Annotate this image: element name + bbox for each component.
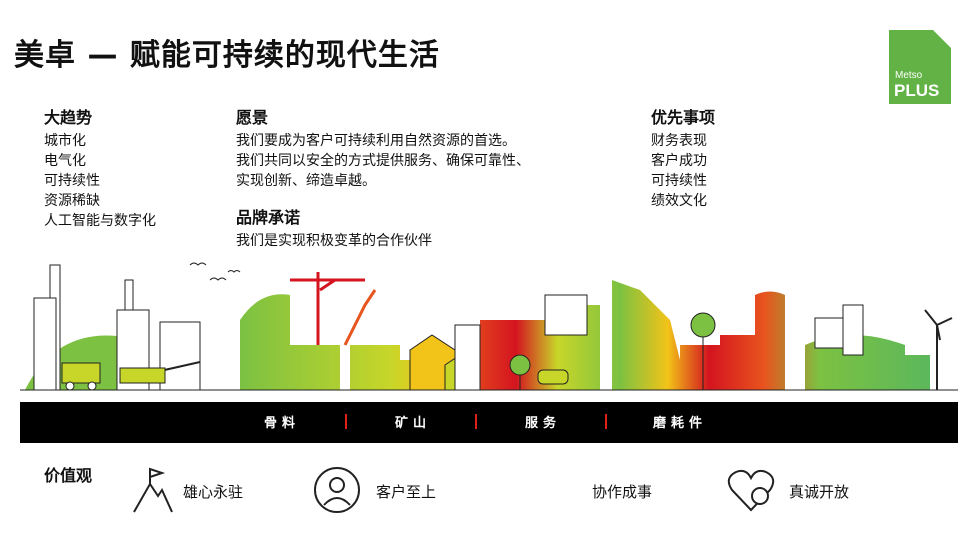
tree (509, 354, 531, 376)
tower (124, 279, 134, 311)
crane (343, 289, 377, 346)
birds (189, 262, 241, 281)
person-circle-icon (314, 467, 360, 513)
factory (33, 297, 57, 391)
vision-heading: 愿景 (236, 108, 269, 127)
band-separator (345, 414, 347, 429)
brand-heading: 品牌承诺 (236, 208, 301, 227)
band-item-mining: 矿山 (395, 416, 432, 431)
building (454, 324, 481, 391)
vision-line: 我们共同以安全的方式提供服务、确保可靠性、 (236, 153, 530, 169)
priority-item: 财务表现 (651, 133, 707, 149)
vision-line: 我们要成为客户可持续利用自然资源的首选。 (236, 133, 516, 149)
logo-line1: Metso (895, 70, 923, 81)
crane (290, 272, 365, 345)
value-customer-success: 客户至上 (376, 483, 437, 501)
priorities-section: 优先事项 财务表现 客户成功 可持续性 绩效文化 (651, 107, 715, 211)
value-collaboration: 协作成事 (592, 483, 653, 501)
heart-chat-icon (727, 469, 775, 512)
tree (690, 312, 716, 338)
band-item-aggregates: 骨料 (264, 416, 301, 431)
vision-section: 愿景 我们要成为客户可持续利用自然资源的首选。 我们共同以安全的方式提供服务、确… (236, 107, 530, 191)
trends-heading: 大趋势 (44, 108, 93, 127)
car (537, 369, 569, 385)
trend-item: 资源稀缺 (44, 193, 100, 209)
wind-turbine (924, 309, 953, 390)
building (814, 317, 846, 349)
band-separator (475, 414, 477, 429)
priority-item: 客户成功 (651, 153, 707, 169)
truck (61, 362, 101, 384)
band-item-wear-parts: 磨耗件 (653, 416, 708, 431)
brand-promise-section: 品牌承诺 我们是实现积极变革的合作伙伴 (236, 207, 432, 251)
value-ambition: 雄心永驻 (183, 483, 244, 501)
mountain-flag-icon (133, 467, 173, 513)
trend-item: 人工智能与数字化 (44, 213, 156, 229)
building (544, 294, 588, 336)
brand-line: 我们是实现积极变革的合作伙伴 (236, 233, 432, 249)
band-separator (605, 414, 607, 429)
vision-line: 实现创新、缔造卓越。 (236, 173, 376, 189)
business-band: 骨料 矿山 服务 磨耗件 (20, 402, 958, 443)
page-title: 美卓 — 赋能可持续的现代生活 (14, 38, 440, 73)
priorities-heading: 优先事项 (651, 108, 716, 127)
tank (159, 321, 201, 391)
priority-item: 可持续性 (651, 173, 707, 189)
trend-item: 可持续性 (44, 173, 100, 189)
values-heading: 价值观 (44, 466, 93, 485)
logo-line2: PLUS (894, 81, 939, 100)
trends-section: 大趋势 城市化 电气化 可持续性 资源稀缺 人工智能与数字化 (44, 107, 156, 231)
building (842, 304, 864, 356)
priority-item: 绩效文化 (651, 193, 707, 209)
trend-item: 城市化 (44, 133, 86, 149)
metso-plus-logo: Metso PLUS (889, 30, 951, 104)
band-item-services: 服务 (525, 416, 562, 431)
value-honesty-openness: 真诚开放 (789, 483, 850, 501)
city-skyline-illustration (20, 262, 958, 391)
trend-item: 电气化 (44, 153, 86, 169)
